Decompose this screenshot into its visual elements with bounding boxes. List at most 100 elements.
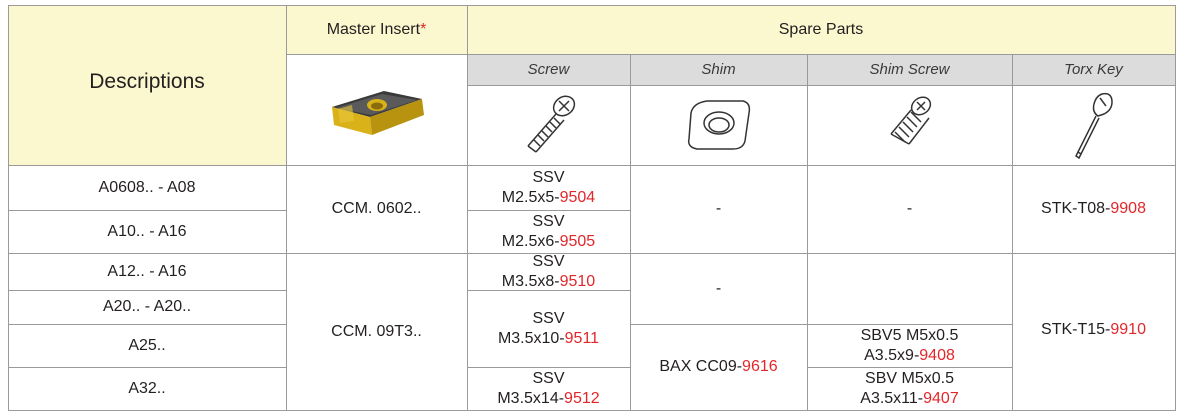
screw-cell: SSV M2.5x6-9505 — [467, 210, 630, 253]
descriptions-header: Descriptions — [8, 6, 286, 165]
grid-line — [467, 5, 468, 411]
grid-line — [630, 324, 1012, 325]
master-insert-header-label: Master Insert — [326, 21, 421, 38]
description-cell: A10.. - A16 — [8, 210, 286, 253]
grid-line — [8, 324, 286, 325]
shim-screw-cell: SBV M5x0.5 A3.5x11-9407 — [807, 367, 1012, 410]
screw-icon — [526, 95, 575, 153]
shim-screw-subheader: Shim Screw — [807, 54, 1012, 85]
shim-prefix: BAX CC09- — [659, 358, 743, 375]
torx-key-prefix: STK-T15- — [1041, 320, 1111, 338]
shim-value: - — [715, 279, 722, 297]
shim-screw-image — [807, 85, 1012, 165]
screw-size-prefix: M3.5x10- — [497, 329, 565, 347]
screw-part-code: 9512 — [564, 389, 600, 407]
description-text: A10.. - A16 — [107, 222, 187, 240]
description-cell: A0608.. - A08 — [8, 165, 286, 210]
torx-key-icon — [1074, 92, 1113, 160]
shim-screw-cell: SBV5 M5x0.5 A3.5x9-9408 — [807, 324, 1012, 367]
screw-cell: SSV M2.5x5-9504 — [467, 165, 630, 210]
master-insert-cell: CCM. 09T3.. — [286, 253, 467, 410]
grid-line — [8, 290, 286, 291]
grid-line — [8, 5, 1175, 6]
description-cell: A25.. — [8, 324, 286, 367]
screw-image — [467, 85, 630, 165]
shim-subheader-label: Shim — [701, 61, 736, 78]
description-text: A32.. — [128, 379, 166, 397]
screw-size-prefix: M2.5x6- — [501, 232, 560, 250]
shim-subheader: Shim — [630, 54, 807, 85]
grid-line — [1012, 54, 1013, 411]
grid-line — [286, 54, 1175, 55]
torx-key-cell: STK-T08-9908 — [1012, 165, 1175, 253]
grid-line — [807, 54, 808, 411]
master-insert-code: CCM. 09T3.. — [331, 322, 422, 340]
screw-cell: SSV M3.5x14-9512 — [467, 367, 630, 410]
shim-cell: - — [630, 253, 807, 324]
shim-screw-icon — [889, 96, 931, 145]
shim-cell: BAX CC09-9616 — [630, 324, 807, 410]
screw-size-prefix: M3.5x8- — [501, 272, 560, 290]
shim-value: BAX CC09-9616 — [659, 357, 777, 377]
shim-part-code: 9616 — [742, 358, 778, 375]
shim-image — [630, 85, 807, 165]
shim-screw-size: A3.5x11-9407 — [860, 389, 958, 409]
shim-cell: - — [630, 165, 807, 253]
master-insert-cell: CCM. 0602.. — [286, 165, 467, 253]
grid-line — [1175, 5, 1176, 411]
screw-size: M3.5x10-9511 — [498, 329, 599, 349]
description-cell: A12.. - A16 — [8, 253, 286, 290]
screw-size: M3.5x8-9510 — [502, 272, 595, 292]
shim-screw-size-prefix: A3.5x9- — [864, 346, 920, 364]
screw-size: M2.5x5-9504 — [502, 188, 595, 208]
screw-type: SSV — [532, 369, 565, 387]
screw-cell: SSV M3.5x10-9511 — [467, 290, 630, 367]
screw-size-prefix: M3.5x14- — [497, 389, 565, 407]
shim-screw-subheader-label: Shim Screw — [869, 61, 950, 78]
shim-screw-size-prefix: A3.5x11- — [860, 389, 924, 407]
grid-line — [8, 367, 286, 368]
shim-icon — [687, 100, 750, 150]
shim-screw-type: SBV5 M5x0.5 — [860, 326, 959, 344]
description-cell: A20.. - A20.. — [8, 290, 286, 324]
torx-key-part-code: 9910 — [1110, 320, 1146, 338]
torx-key-subheader: Torx Key — [1012, 54, 1175, 85]
shim-screw-type: SBV M5x0.5 — [865, 369, 954, 387]
shim-screw-size: A3.5x9-9408 — [864, 346, 955, 366]
description-text: A0608.. - A08 — [98, 178, 196, 196]
screw-type: SSV — [532, 168, 565, 186]
grid-line — [8, 210, 286, 211]
grid-line — [467, 367, 630, 368]
grid-line — [8, 253, 1175, 254]
screw-subheader: Screw — [467, 54, 630, 85]
shim-screw-cell: - — [807, 165, 1012, 253]
screw-part-code: 9504 — [559, 188, 596, 206]
spare-parts-header-label: Spare Parts — [778, 21, 864, 38]
required-asterisk: * — [420, 21, 427, 38]
screw-type: SSV — [532, 309, 565, 327]
screw-part-code: 9511 — [564, 329, 600, 347]
description-text: A12.. - A16 — [107, 262, 187, 280]
screw-size-prefix: M2.5x5- — [501, 188, 560, 206]
screw-type: SSV — [532, 252, 565, 270]
shim-screw-value: - — [906, 200, 913, 217]
torx-key-image — [1012, 85, 1175, 165]
ccmt-insert-icon — [331, 90, 424, 135]
screw-subheader-label: Screw — [527, 61, 570, 78]
grid-line — [8, 410, 1175, 411]
torx-key-value: STK-T08-9908 — [1041, 199, 1146, 219]
grid-line — [630, 54, 631, 411]
screw-size: M3.5x14-9512 — [497, 389, 599, 409]
master-insert-code: CCM. 0602.. — [331, 200, 422, 217]
description-text: A20.. - A20.. — [102, 298, 192, 315]
grid-line — [807, 367, 1012, 368]
torx-key-prefix: STK-T08- — [1041, 200, 1111, 217]
master-insert-header: Master Insert* — [286, 6, 467, 54]
description-text: A25.. — [128, 336, 166, 354]
master-insert-image — [286, 54, 467, 165]
screw-part-code: 9505 — [559, 232, 596, 250]
shim-screw-part-code: 9408 — [919, 346, 955, 364]
torx-key-part-code: 9908 — [1110, 200, 1146, 217]
screw-part-code: 9510 — [559, 272, 596, 290]
